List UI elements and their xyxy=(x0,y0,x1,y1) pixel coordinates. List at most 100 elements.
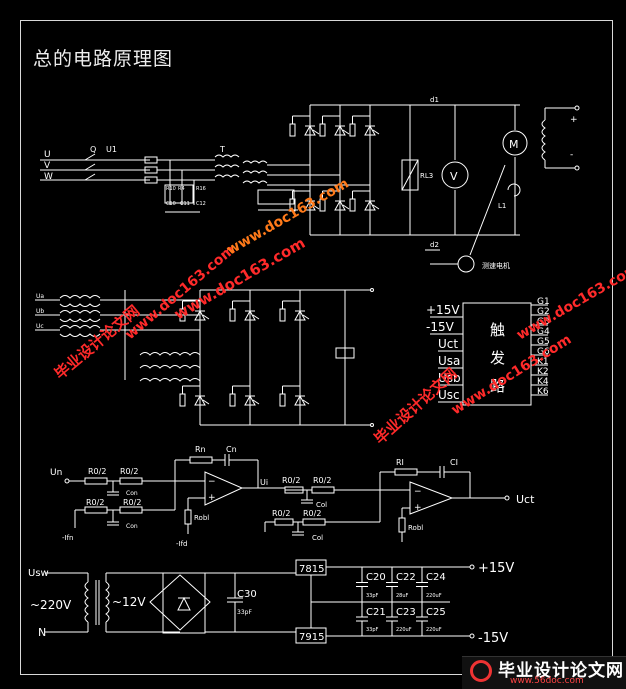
fid-label: -Ifd xyxy=(176,540,188,548)
cap33-label-1: 33pF xyxy=(366,593,379,599)
trigger-box-char-1: 触 xyxy=(490,321,505,339)
ui-label: Ui xyxy=(260,478,268,487)
field-minus-label: - xyxy=(570,150,573,160)
output-capacitor-5 xyxy=(386,602,398,636)
col-label-1: Col xyxy=(316,501,327,509)
c25-label: C25 xyxy=(426,607,446,618)
thyristor-aux-4 xyxy=(179,385,210,407)
tachogenerator xyxy=(457,255,475,273)
phase-v-label: V xyxy=(44,161,51,171)
voltmeter xyxy=(441,161,469,189)
c11-label: C11 xyxy=(180,201,190,207)
phase-u-label: U xyxy=(44,150,51,160)
motor-label: M xyxy=(509,138,519,151)
transformer-t-label: T xyxy=(219,145,225,154)
gate-pin-k1: K1 xyxy=(537,357,549,367)
thyristor-main-2 xyxy=(319,115,350,137)
cap220-label-2: 220uF xyxy=(396,627,412,633)
rn-label: Rn xyxy=(195,445,206,454)
cap28-label-1: 28uF xyxy=(396,593,409,599)
speed-opamp xyxy=(204,471,244,506)
r02-label-2: R0/2 xyxy=(120,467,138,476)
c21-label: C21 xyxy=(366,607,386,618)
sync-section: Ua Ub Uc xyxy=(35,288,374,427)
sync-ub-label: Ub xyxy=(36,308,44,315)
thyristor-aux-1 xyxy=(179,300,210,322)
c12-label: C12 xyxy=(196,201,206,207)
trigger-usa-label: Usa xyxy=(438,354,460,368)
trigger-box-char-2: 发 xyxy=(490,349,505,367)
uct-output-label: Uct xyxy=(516,493,535,506)
thyristor-main-1 xyxy=(289,115,320,137)
r02-label-4: R0/2 xyxy=(123,498,141,507)
ri-label: RI xyxy=(396,458,404,467)
watermark-site-4: www.doc163.com xyxy=(514,260,626,343)
regulator-section: Un R0/2 R0/2 Con Rn Cn − + Ui Robl -Ifd … xyxy=(50,445,535,548)
r02-label-1: R0/2 xyxy=(88,467,106,476)
trigger-uct-label: Uct xyxy=(438,337,458,351)
trigger-m15-label: -15V xyxy=(426,320,455,334)
phase-w-label: W xyxy=(44,172,53,182)
r02-label-6: R0/2 xyxy=(313,476,331,485)
c22-label: C22 xyxy=(396,572,416,583)
un-label: Un xyxy=(50,468,62,478)
con-label-2: Con xyxy=(126,523,138,530)
ac12-label: ~12V xyxy=(112,595,146,609)
main-power-section: U V W Q U1 R10 R4 R16 C10 C11 C12 T xyxy=(40,96,580,273)
gate-pin-k2: K2 xyxy=(537,367,549,377)
l1-label: L1 xyxy=(498,202,506,210)
r02-label-8: R0/2 xyxy=(303,509,321,518)
motor xyxy=(502,130,528,156)
u1-label: U1 xyxy=(106,145,117,154)
col-label-2: Col xyxy=(312,534,323,542)
c24-label: C24 xyxy=(426,572,446,583)
fn-label: -Ifn xyxy=(62,534,74,542)
page-title: 总的电路原理图 xyxy=(33,48,174,70)
gate-pin-g2: G2 xyxy=(537,307,550,317)
trigger-board: 触 发 路 +15V -15V Uct Usa Usb Usc G1G2G3G4… xyxy=(426,297,550,406)
output-capacitor-6 xyxy=(416,602,428,636)
output-capacitor-4 xyxy=(356,602,368,636)
field-plus-label: + xyxy=(570,115,578,125)
trigger-p15-label: +15V xyxy=(426,303,460,317)
opamp2-minus: − xyxy=(414,487,422,497)
c20-label: C20 xyxy=(366,572,386,583)
r4-label: R4 xyxy=(178,186,185,192)
gate-pin-k4: K4 xyxy=(537,377,549,387)
output-capacitor-1 xyxy=(356,567,368,602)
opamp1-plus: + xyxy=(208,493,216,503)
robl-label-1: Robl xyxy=(194,514,209,522)
breaker-q-label: Q xyxy=(90,145,96,154)
out-p15-label: +15V xyxy=(478,561,514,576)
thyristor-main-4 xyxy=(289,190,320,212)
gate-pin-k6: K6 xyxy=(537,387,549,397)
gate-pin-g1: G1 xyxy=(537,297,550,307)
footer-url: www.56doc.com xyxy=(510,676,584,686)
cn-label: Cn xyxy=(226,445,237,454)
reg7915-label: 7915 xyxy=(299,632,324,643)
c30-value: 33pF xyxy=(237,609,252,616)
trigger-usb-label: Usb xyxy=(438,371,461,385)
gate-pin-g3: G3 xyxy=(537,317,550,327)
r10-label: R10 xyxy=(166,186,176,192)
trigger-usc-label: Usc xyxy=(438,388,460,402)
r16-label: R16 xyxy=(196,186,206,192)
cap33-label-2: 33pF xyxy=(366,627,379,633)
footer-text: 毕业设计论文网 xyxy=(498,661,624,681)
c10-label: C10 xyxy=(166,201,176,207)
thyristor-aux-3 xyxy=(279,300,310,322)
sync-uc-label: Uc xyxy=(36,323,44,330)
gate-pin-g6: G6 xyxy=(537,347,550,357)
thyristor-main-3 xyxy=(349,115,380,137)
thyristor-aux-5 xyxy=(229,385,260,407)
r02-label-5: R0/2 xyxy=(282,476,300,485)
usw-label: Usw xyxy=(28,568,49,579)
d1-label: d1 xyxy=(430,96,439,104)
opamp1-minus: − xyxy=(208,477,216,487)
drawing-frame xyxy=(20,20,613,675)
watermark-school-2: 毕业设计论文网 xyxy=(371,364,461,448)
trigger-box xyxy=(462,302,532,406)
thyristor-main-6 xyxy=(349,190,380,212)
thyristor-aux-2 xyxy=(229,300,260,322)
